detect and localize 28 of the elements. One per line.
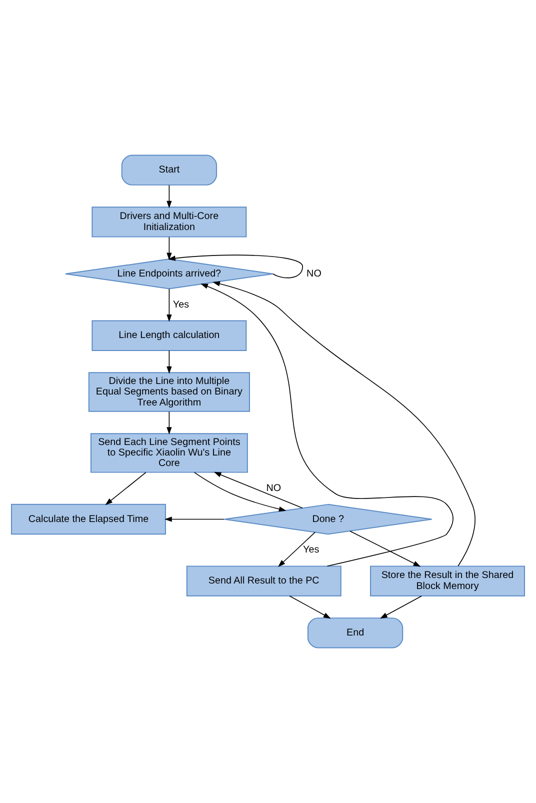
arrow: [289, 596, 331, 619]
edge-label: NO: [266, 482, 282, 494]
arrow: [278, 532, 316, 567]
node-diamond: Done ?: [224, 504, 432, 535]
arrow: [194, 472, 286, 512]
arrow: [168, 254, 303, 278]
arrow: [350, 530, 421, 567]
node-box: Divide the Line into Multiple Equal Segments based on Binary Tree Algorithm: [88, 372, 250, 412]
arrow: [166, 288, 172, 322]
node-box: Start: [121, 154, 218, 186]
node-box: Send Each Line Segment Points to Specific Xiaolin Wu's Line Core: [90, 433, 248, 473]
arrow: [166, 184, 172, 208]
node-box: Drivers and Multi-Core Initialization: [92, 206, 247, 238]
arrow: [166, 350, 172, 374]
edge-label: Yes: [303, 544, 320, 556]
node-box: End: [307, 618, 404, 648]
node-box: Store the Result in the Shared Block Memory: [370, 566, 525, 596]
arrow: [380, 596, 422, 619]
node-box: Line Length calculation: [92, 320, 247, 351]
node-box: Send All Result to the PC: [186, 566, 342, 596]
edge-label: NO: [306, 268, 322, 280]
arrow: [166, 236, 172, 260]
arrow: [214, 472, 303, 508]
arrow: [164, 516, 224, 522]
node-box: Calculate the Elapsed Time: [11, 504, 166, 535]
edge-label: Yes: [172, 299, 190, 310]
arrow: [166, 411, 172, 435]
arrow: [105, 472, 146, 506]
